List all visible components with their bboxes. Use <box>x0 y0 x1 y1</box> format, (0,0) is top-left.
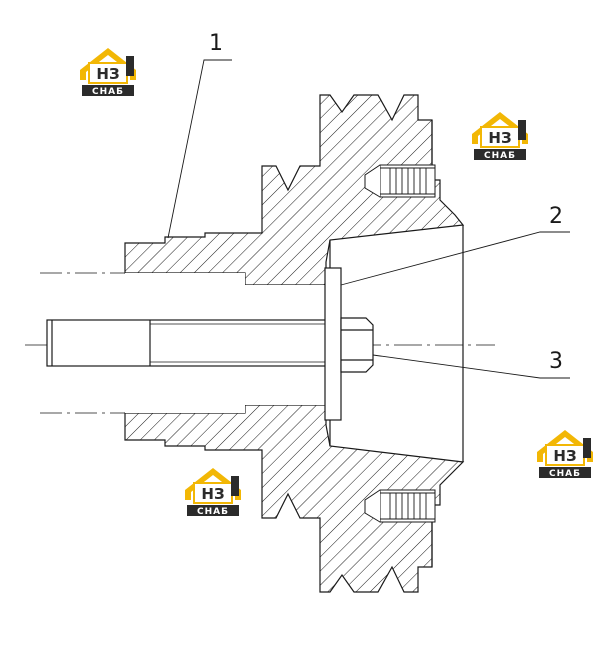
watermark-logo-2 <box>472 112 528 161</box>
pulley-section-lower <box>124 404 465 593</box>
threaded-hole-upper <box>364 164 436 198</box>
watermark-logo-3 <box>537 430 593 479</box>
pulley-section-upper <box>124 94 465 286</box>
leader-lines <box>167 59 570 379</box>
nut <box>340 317 374 373</box>
washer <box>324 267 342 421</box>
threaded-hole-lower <box>364 489 436 523</box>
callout-1: 1 <box>209 31 223 56</box>
watermark-logo-1 <box>80 48 136 97</box>
bolt <box>46 319 331 367</box>
callout-2: 2 <box>549 204 563 229</box>
watermark-logo-4 <box>185 468 241 517</box>
centerlines <box>25 272 495 414</box>
callout-3: 3 <box>549 349 563 374</box>
